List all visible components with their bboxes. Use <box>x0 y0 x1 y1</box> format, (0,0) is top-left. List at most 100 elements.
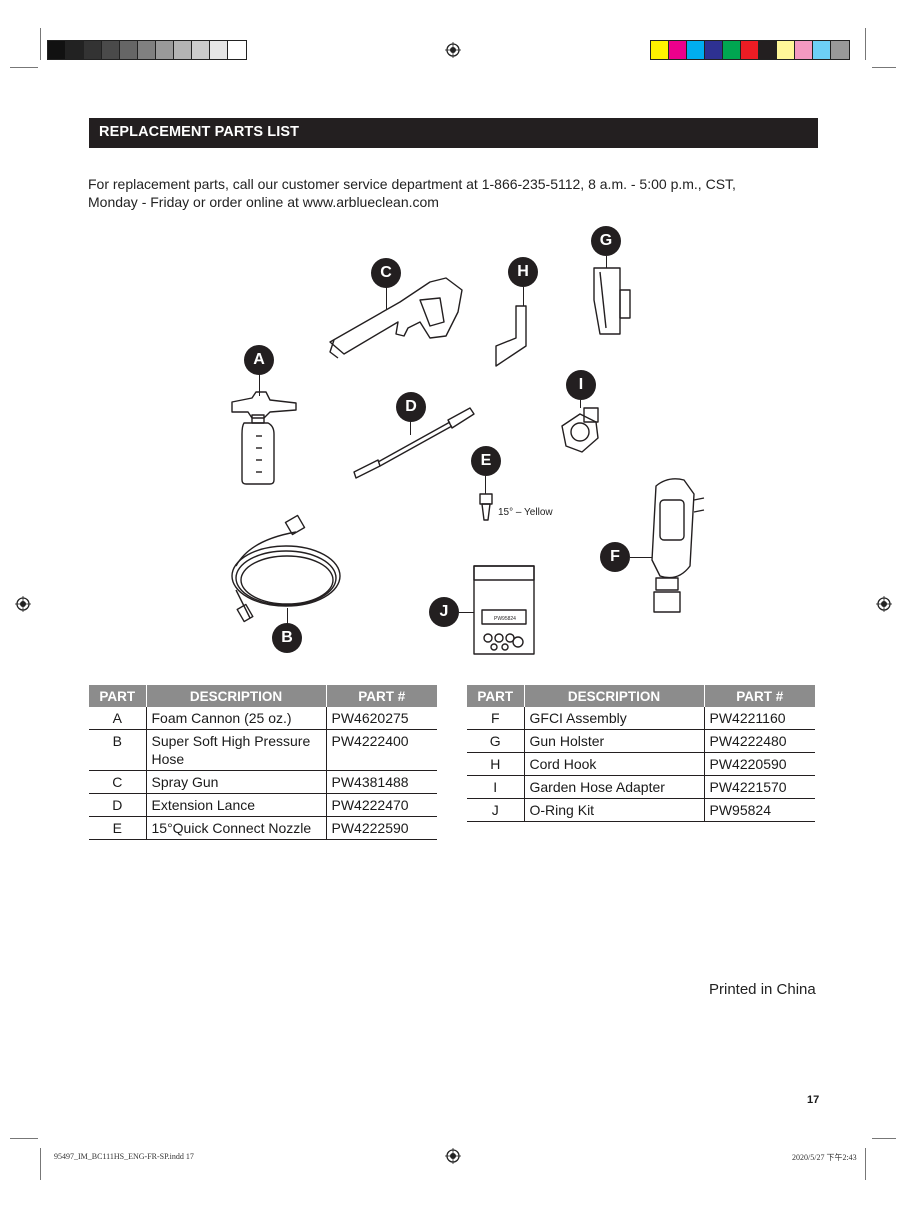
color-swatch <box>174 41 192 59</box>
color-swatch <box>48 41 66 59</box>
color-swatch <box>651 41 669 59</box>
callout-leader <box>606 256 607 268</box>
color-swatch <box>102 41 120 59</box>
crop-mark <box>10 1138 38 1139</box>
callout-e: E <box>471 446 501 476</box>
color-swatch <box>66 41 84 59</box>
registration-mark-icon <box>445 1148 461 1164</box>
column-header-part-number: PART # <box>325 685 437 707</box>
part-letter: A <box>89 707 146 730</box>
hose-coil-icon <box>231 514 341 623</box>
crop-mark <box>865 1148 866 1180</box>
registration-mark-icon <box>876 596 892 612</box>
column-header-part: PART <box>467 685 524 707</box>
o-ring-kit-icon <box>473 565 535 655</box>
callout-i: I <box>566 370 596 400</box>
crop-mark <box>40 28 41 60</box>
registration-mark-icon <box>445 42 461 58</box>
printed-in-note: Printed in China <box>709 981 816 998</box>
callout-leader <box>459 612 474 613</box>
part-letter: I <box>467 775 524 799</box>
column-header-part-number: PART # <box>703 685 815 707</box>
crop-mark <box>872 1138 896 1139</box>
part-letter: F <box>467 707 524 730</box>
column-header-description: DESCRIPTION <box>523 685 704 707</box>
column-header-description: DESCRIPTION <box>145 685 326 707</box>
foam-cannon-icon <box>231 391 297 485</box>
part-letter: E <box>89 816 146 840</box>
crop-mark <box>865 28 866 60</box>
part-number: PW4222590 <box>325 816 437 840</box>
callout-leader <box>259 374 260 396</box>
grayscale-color-bar <box>47 40 247 60</box>
gun-holster-icon <box>593 267 631 335</box>
crop-mark <box>40 1148 41 1180</box>
callout-leader <box>287 608 288 624</box>
part-description: GFCI Assembly <box>523 707 704 730</box>
color-swatch <box>120 41 138 59</box>
kit-label: PW95824 <box>494 616 516 622</box>
garden-hose-adapter-icon <box>561 407 599 453</box>
color-swatch <box>741 41 759 59</box>
crop-mark <box>10 67 38 68</box>
callout-a: A <box>244 345 274 375</box>
part-number: PW4221160 <box>703 707 815 730</box>
color-swatch <box>795 41 813 59</box>
parts-illustration: PW95824 <box>231 267 705 655</box>
callout-g: G <box>591 226 621 256</box>
intro-line-2: Monday - Friday or order online at www.a… <box>88 194 439 210</box>
color-swatch <box>759 41 777 59</box>
color-swatch <box>228 41 246 59</box>
color-swatch <box>192 41 210 59</box>
part-description: Cord Hook <box>523 752 704 776</box>
crop-mark <box>872 67 896 68</box>
registration-mark-icon <box>15 596 31 612</box>
quick-connect-nozzle-icon <box>479 493 493 521</box>
color-swatch <box>723 41 741 59</box>
part-description: Spray Gun <box>145 770 326 794</box>
intro-text: For replacement parts, call our customer… <box>88 175 788 211</box>
column-header-part: PART <box>89 685 146 707</box>
callout-leader <box>386 287 387 309</box>
part-description: Extension Lance <box>145 793 326 817</box>
part-number: PW4222470 <box>325 793 437 817</box>
callout-leader <box>580 400 581 408</box>
gfci-assembly-icon <box>651 478 705 613</box>
color-swatch <box>705 41 723 59</box>
color-swatch <box>687 41 705 59</box>
page-number: 17 <box>807 1094 820 1106</box>
extension-lance-icon <box>353 407 475 479</box>
color-swatch <box>84 41 102 59</box>
part-number: PW4620275 <box>325 707 437 730</box>
part-description: Gun Holster <box>523 729 704 753</box>
spray-gun-icon <box>329 277 463 359</box>
part-description: Foam Cannon (25 oz.) <box>145 707 326 730</box>
callout-leader <box>410 421 411 435</box>
section-header: REPLACEMENT PARTS LIST <box>89 118 818 148</box>
part-letter: C <box>89 770 146 794</box>
part-letter: B <box>89 729 146 771</box>
cord-hook-icon <box>495 305 527 367</box>
nozzle-color-note: 15° – Yellow <box>498 507 553 518</box>
color-swatch <box>669 41 687 59</box>
file-slug: 95497_IM_BC111HS_ENG-FR-SP.indd 17 <box>54 1152 194 1161</box>
color-swatch <box>777 41 795 59</box>
part-description: Garden Hose Adapter <box>523 775 704 799</box>
table-header-row: PART DESCRIPTION PART # <box>89 685 437 707</box>
color-swatch <box>210 41 228 59</box>
callout-d: D <box>396 392 426 422</box>
part-description: Super Soft High Pressure Hose <box>145 729 326 771</box>
part-letter: H <box>467 752 524 776</box>
callout-b: B <box>272 623 302 653</box>
callout-j: J <box>429 597 459 627</box>
part-number: PW4222480 <box>703 729 815 753</box>
part-number: PW4222400 <box>325 729 437 771</box>
